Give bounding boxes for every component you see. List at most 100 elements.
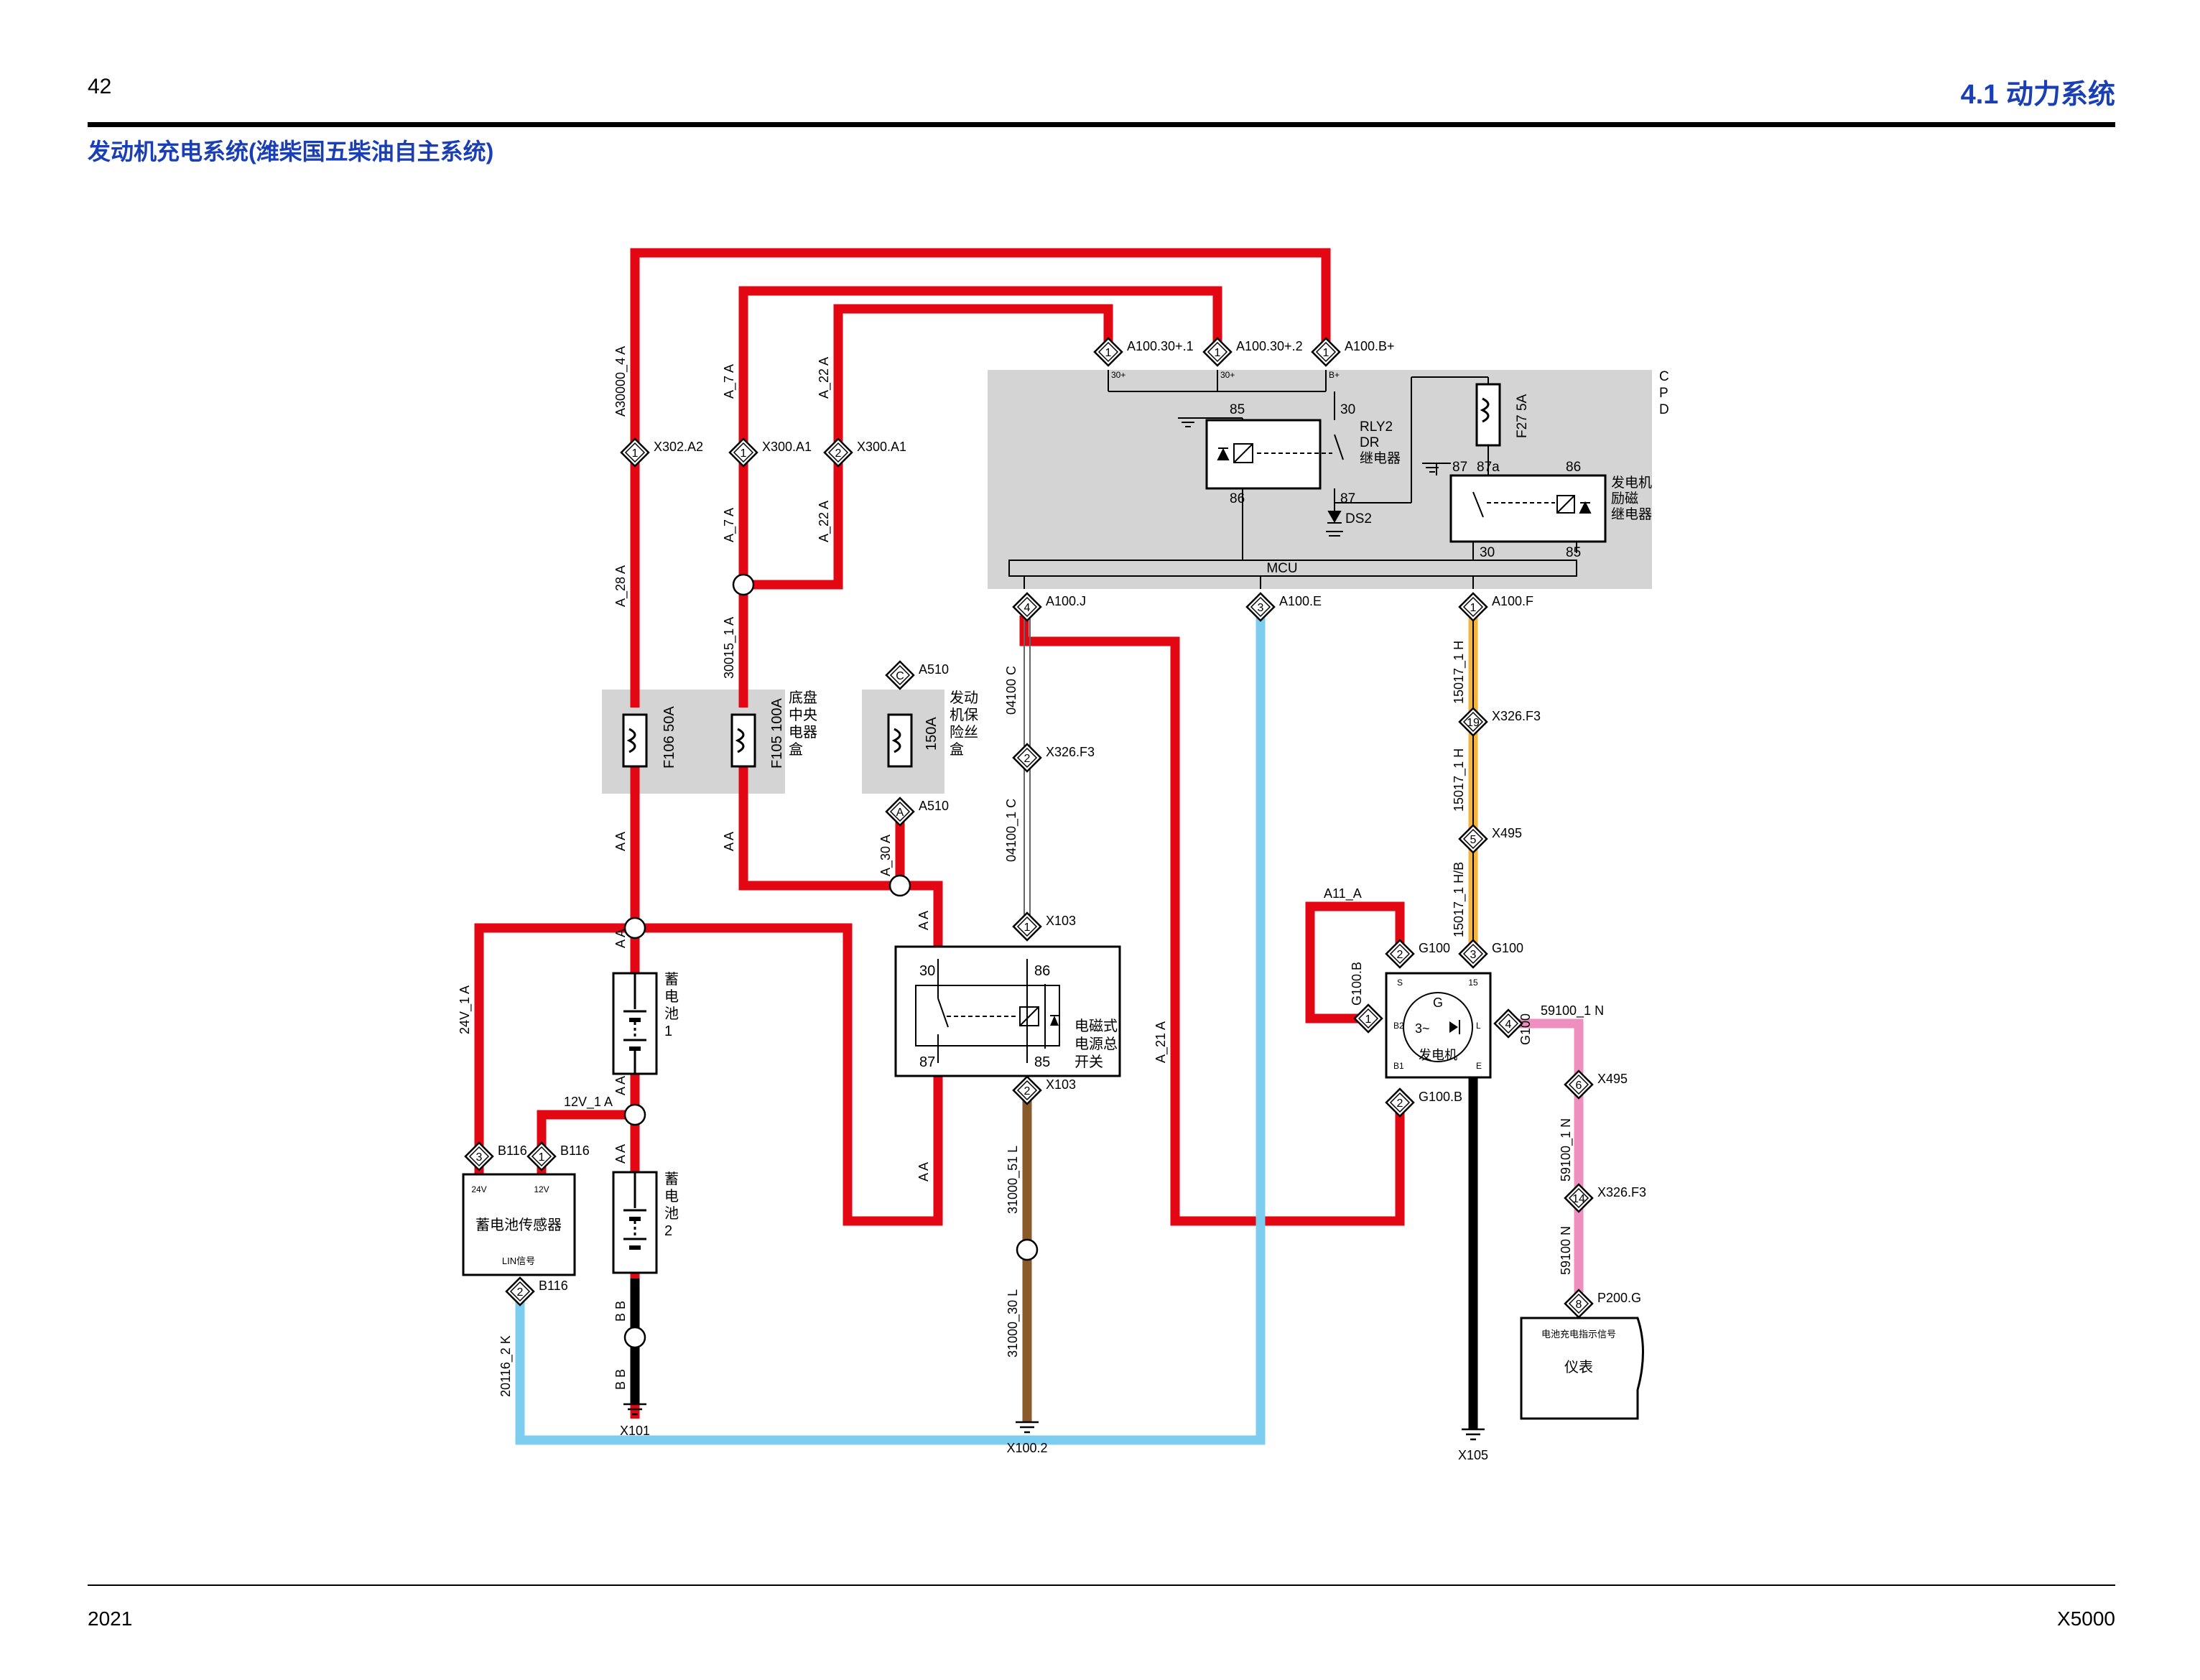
connector-pin: 2	[1024, 753, 1031, 765]
svg-text:DR: DR	[1360, 435, 1379, 450]
wire-f105-down	[738, 754, 943, 991]
ground-x105: X105	[1458, 1448, 1488, 1462]
svg-text:87: 87	[1452, 460, 1467, 475]
svg-text:85: 85	[1230, 402, 1245, 417]
svg-text:A A: A A	[613, 1076, 628, 1095]
connector-label: A100.J	[1046, 594, 1086, 608]
svg-text:电磁式: 电磁式	[1075, 1018, 1118, 1034]
svg-text:A A: A A	[613, 1144, 628, 1164]
battery-1-label: 蓄 电 池 1	[664, 971, 679, 1039]
battery-1	[612, 972, 658, 1075]
svg-text:A A: A A	[613, 832, 628, 851]
svg-text:B2: B2	[1393, 1021, 1404, 1031]
connector-pin: 5	[1470, 834, 1477, 846]
connector-pin: 1	[539, 1151, 545, 1164]
connector-pin: A	[896, 807, 904, 819]
connector-a100-f: 1 A100.F	[1458, 592, 1533, 622]
connector-g100-1: 1	[1353, 1003, 1383, 1034]
svg-text:15: 15	[1468, 978, 1478, 988]
svg-text:S: S	[1397, 978, 1403, 988]
svg-text:87a: 87a	[1477, 460, 1500, 475]
svg-text:85: 85	[1566, 545, 1581, 560]
svg-text:59100_1 N: 59100_1 N	[1541, 1003, 1604, 1018]
svg-text:A A: A A	[916, 1162, 931, 1182]
svg-text:发电机: 发电机	[1419, 1048, 1457, 1062]
svg-text:中央: 中央	[789, 707, 817, 723]
fuse-f105	[730, 713, 756, 768]
ground-symbols	[1178, 417, 1442, 473]
svg-text:P: P	[1659, 386, 1668, 401]
svg-text:24V_1 A: 24V_1 A	[458, 985, 473, 1034]
connector-pin: 2	[1397, 1097, 1403, 1110]
svg-text:B B: B B	[613, 1301, 628, 1322]
svg-text:LIN信号: LIN信号	[502, 1256, 535, 1266]
svg-text:24V: 24V	[471, 1184, 486, 1194]
connector-pin: 3	[1470, 949, 1477, 961]
wire-label-group: A30000_4 A A_28 A A_7 A A_7 A A_22 A A_2…	[458, 346, 1604, 1397]
connector-pin: 1	[1105, 347, 1112, 359]
svg-text:A_28 A: A_28 A	[613, 565, 628, 607]
power-switch: 30 86 87 85 电磁式 电源总 开关	[894, 945, 1121, 1077]
cpd-labels: C P D MCU 85 86 30 87 RLY2 DR 继电器 DS2 87…	[1230, 369, 1669, 576]
svg-text:15017_1 H/B: 15017_1 H/B	[1452, 862, 1467, 937]
svg-text:A A: A A	[722, 832, 736, 851]
wire-light-blue	[515, 616, 1266, 1445]
svg-text:D: D	[1659, 402, 1669, 417]
svg-text:2: 2	[664, 1223, 672, 1239]
svg-text:1: 1	[664, 1024, 672, 1039]
connector-pin: 2	[517, 1286, 524, 1299]
svg-text:蓄: 蓄	[664, 1171, 679, 1187]
svg-text:86: 86	[1230, 491, 1245, 506]
svg-text:励磁: 励磁	[1611, 491, 1638, 506]
svg-text:12V_1 A: 12V_1 A	[564, 1095, 613, 1110]
svg-text:12V: 12V	[534, 1184, 549, 1194]
svg-text:机保: 机保	[950, 707, 978, 723]
svg-text:电: 电	[664, 1188, 679, 1205]
connector-pin: 1	[741, 447, 747, 460]
svg-text:蓄: 蓄	[664, 971, 679, 988]
connector-pin: 19	[1467, 717, 1480, 729]
svg-text:59100_1 N: 59100_1 N	[1559, 1118, 1574, 1182]
svg-text:A A: A A	[613, 929, 628, 948]
svg-text:G: G	[1433, 996, 1443, 1010]
svg-text:C: C	[1659, 369, 1669, 384]
svg-text:30: 30	[1480, 545, 1495, 560]
ground-x100-2: X100.2	[1006, 1441, 1047, 1455]
wire-a21	[1019, 616, 1405, 1226]
connector-label: A100.30+.1	[1127, 339, 1194, 353]
svg-text:30: 30	[1340, 402, 1355, 417]
svg-text:A A: A A	[916, 911, 931, 930]
svg-text:A_7 A: A_7 A	[722, 364, 737, 399]
svg-text:蓄电池传感器: 蓄电池传感器	[475, 1217, 562, 1233]
svg-text:盒: 盒	[950, 741, 964, 758]
svg-text:池: 池	[664, 1205, 679, 1222]
connector-label: A100.E	[1279, 594, 1322, 608]
ds2-diode	[1326, 511, 1343, 537]
connector-label: A510	[919, 662, 949, 677]
connector-label: A100.B+	[1345, 339, 1395, 353]
svg-text:31000_51 L: 31000_51 L	[1006, 1146, 1021, 1214]
svg-text:RLY2: RLY2	[1360, 419, 1393, 435]
connector-label: X103	[1046, 1077, 1076, 1092]
page-number: 42	[88, 75, 112, 98]
svg-text:电池充电指示信号: 电池充电指示信号	[1541, 1329, 1616, 1340]
grounds	[623, 1403, 1485, 1441]
connector-label: A100.F	[1492, 594, 1533, 608]
svg-text:B1: B1	[1393, 1061, 1404, 1071]
connector-pin: 1	[1365, 1013, 1372, 1026]
connector-pin: 1	[1470, 602, 1477, 614]
connector-label: P200.G	[1597, 1291, 1641, 1305]
mcu-bar	[1008, 560, 1577, 577]
svg-text:DS2: DS2	[1345, 511, 1372, 526]
svg-text:电: 电	[664, 988, 679, 1005]
